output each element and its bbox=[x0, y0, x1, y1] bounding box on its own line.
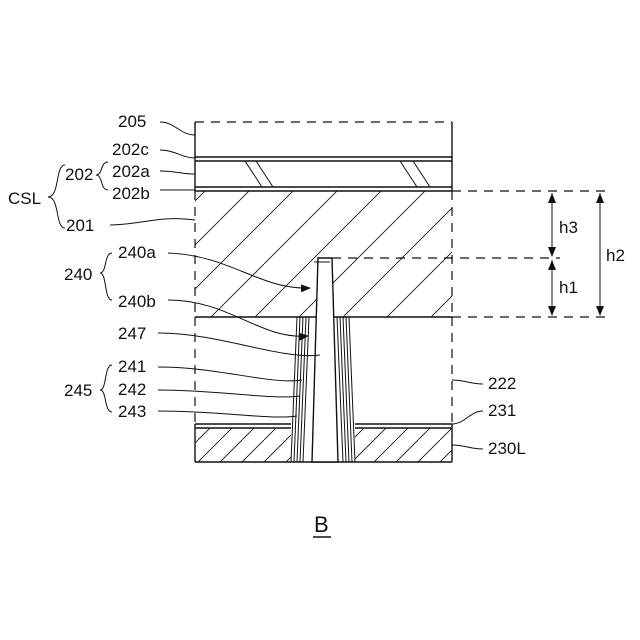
label-205: 205 bbox=[118, 112, 146, 131]
label-h2: h2 bbox=[606, 246, 625, 265]
label-202a: 202a bbox=[112, 162, 150, 181]
label-240: 240 bbox=[64, 265, 92, 284]
label-CSL: CSL bbox=[8, 189, 41, 208]
label-243: 243 bbox=[118, 402, 146, 421]
label-h3: h3 bbox=[559, 218, 578, 237]
label-240b: 240b bbox=[118, 292, 156, 311]
label-202c: 202c bbox=[112, 140, 149, 159]
label-h1: h1 bbox=[559, 278, 578, 297]
braces bbox=[48, 162, 112, 412]
label-245: 245 bbox=[64, 381, 92, 400]
label-240a: 240a bbox=[118, 243, 156, 262]
label-247: 247 bbox=[118, 324, 146, 343]
label-202b: 202b bbox=[112, 184, 150, 203]
layer-205 bbox=[195, 122, 452, 158]
layer-202 bbox=[195, 157, 452, 191]
label-202: 202 bbox=[65, 165, 93, 184]
label-201: 201 bbox=[66, 216, 94, 235]
label-222: 222 bbox=[488, 374, 516, 393]
label-230L: 230L bbox=[488, 439, 526, 458]
caption-text: B bbox=[314, 512, 329, 537]
label-241: 241 bbox=[118, 357, 146, 376]
label-242: 242 bbox=[118, 380, 146, 399]
label-231: 231 bbox=[488, 401, 516, 420]
figure-caption: B bbox=[313, 512, 331, 537]
